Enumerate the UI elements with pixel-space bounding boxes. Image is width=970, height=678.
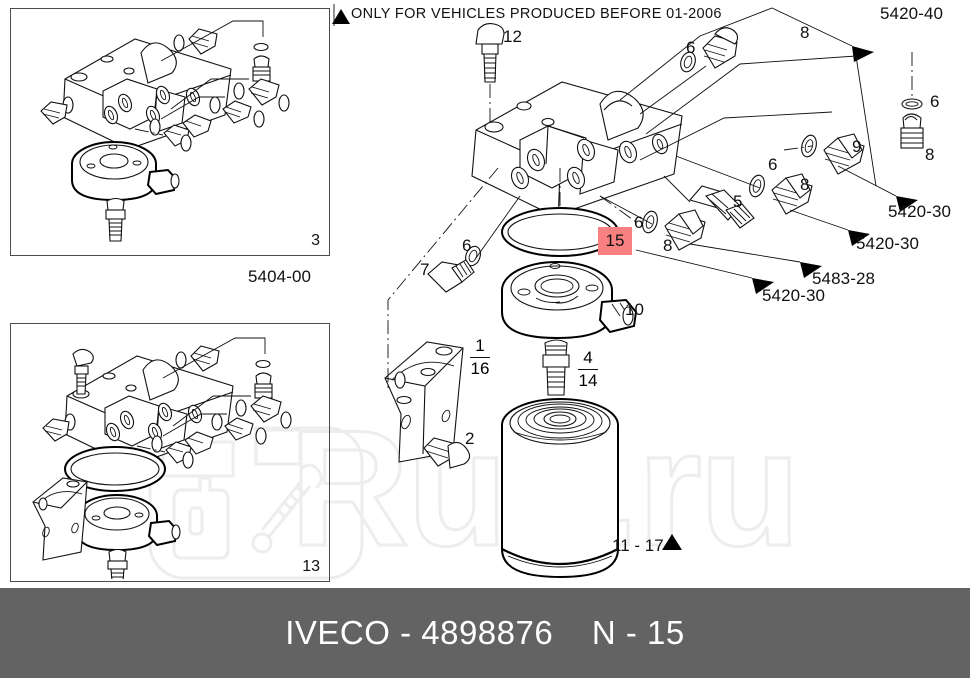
highlight-callout-label: 15 bbox=[605, 231, 625, 250]
part-bolt-2 bbox=[423, 437, 471, 469]
reference-5420-30-b: 5420-30 bbox=[856, 234, 920, 253]
callout-6-far: 6 bbox=[930, 92, 940, 111]
part-bracket-1-16 bbox=[384, 341, 464, 463]
fraction-denominator: 16 bbox=[470, 359, 490, 379]
fraction-numerator: 4 bbox=[583, 348, 593, 367]
reference-routing bbox=[619, 7, 918, 294]
filter-triangle-icon bbox=[662, 534, 682, 550]
part-oring-6-r2 bbox=[749, 174, 765, 198]
callout-6-top: 6 bbox=[686, 38, 696, 57]
part-oil-filter-cartridge-11-17 bbox=[501, 398, 619, 579]
inset-panel-3: 3 bbox=[10, 8, 330, 256]
part-plug-8-far bbox=[900, 113, 924, 149]
part-oring-6-l bbox=[465, 245, 481, 267]
callout-12: 12 bbox=[503, 27, 522, 46]
part-filter-head-10 bbox=[501, 261, 638, 340]
inset-panel-13: 13 bbox=[10, 323, 330, 582]
reference-5420-30-a: 5420-30 bbox=[888, 202, 952, 221]
part-fitting-9 bbox=[823, 133, 865, 175]
callout-6-right-1: 6 bbox=[768, 155, 778, 174]
callout-9: 9 bbox=[852, 137, 862, 156]
inset-drawing-3 bbox=[40, 20, 290, 242]
fraction-callout-4-14: 4 14 bbox=[578, 349, 598, 390]
part-gasket-oring-15 bbox=[501, 207, 619, 257]
callout-11-17: 11 - 17 bbox=[612, 536, 664, 555]
highlight-callout-15[interactable]: 15 bbox=[598, 227, 632, 255]
fraction-bar bbox=[578, 368, 598, 371]
callout-8-right-2: 8 bbox=[663, 236, 673, 255]
fraction-numerator: 1 bbox=[475, 336, 485, 355]
callout-2: 2 bbox=[465, 429, 475, 448]
fraction-bar bbox=[470, 356, 490, 359]
part-fitting-8-c bbox=[664, 209, 706, 251]
banner-text: IVECO - 4898876 N - 15 bbox=[285, 614, 685, 651]
leader-lines bbox=[387, 52, 913, 388]
fraction-denominator: 14 bbox=[578, 371, 598, 391]
exploded-assembly-drawing bbox=[332, 4, 924, 579]
inset-panel-3-caption: 5404-00 bbox=[248, 267, 312, 286]
inset-drawing-13 bbox=[32, 337, 292, 579]
part-bolt-7 bbox=[427, 259, 475, 293]
reference-5420-30-c: 5420-30 bbox=[762, 286, 826, 305]
part-oring-6-r3 bbox=[642, 210, 658, 234]
callout-6-left: 6 bbox=[462, 236, 472, 255]
inset-panel-13-number: 13 bbox=[302, 558, 320, 575]
callout-5: 5 bbox=[733, 192, 743, 211]
callout-8-top: 8 bbox=[800, 23, 810, 42]
callout-10: 10 bbox=[625, 300, 644, 319]
inset-panel-3-number: 3 bbox=[311, 232, 320, 249]
part-oring-6-far bbox=[901, 98, 923, 110]
part-fitting-8-r bbox=[771, 173, 813, 215]
callout-6-right-2: 6 bbox=[634, 213, 644, 232]
production-date-note: ONLY FOR VEHICLES PRODUCED BEFORE 01-200… bbox=[351, 7, 722, 22]
note-text: ONLY FOR VEHICLES PRODUCED BEFORE 01-200… bbox=[351, 6, 722, 22]
note-triangle-icon bbox=[332, 9, 350, 24]
bottom-banner: IVECO - 4898876 N - 15 bbox=[0, 588, 970, 678]
part-sensor-5 bbox=[689, 185, 755, 229]
callout-7: 7 bbox=[420, 260, 430, 279]
callout-8-far: 8 bbox=[925, 145, 935, 164]
part-stud-4-14 bbox=[542, 339, 570, 396]
fraction-callout-1-16: 1 16 bbox=[470, 337, 490, 378]
part-plug-8-top bbox=[702, 27, 739, 69]
reference-5420-40: 5420-40 bbox=[880, 4, 944, 23]
reference-5483-28: 5483-28 bbox=[812, 269, 876, 288]
callout-8-right-1: 8 bbox=[800, 175, 810, 194]
part-housing-main bbox=[471, 81, 683, 227]
part-oring-6-top bbox=[680, 51, 696, 73]
